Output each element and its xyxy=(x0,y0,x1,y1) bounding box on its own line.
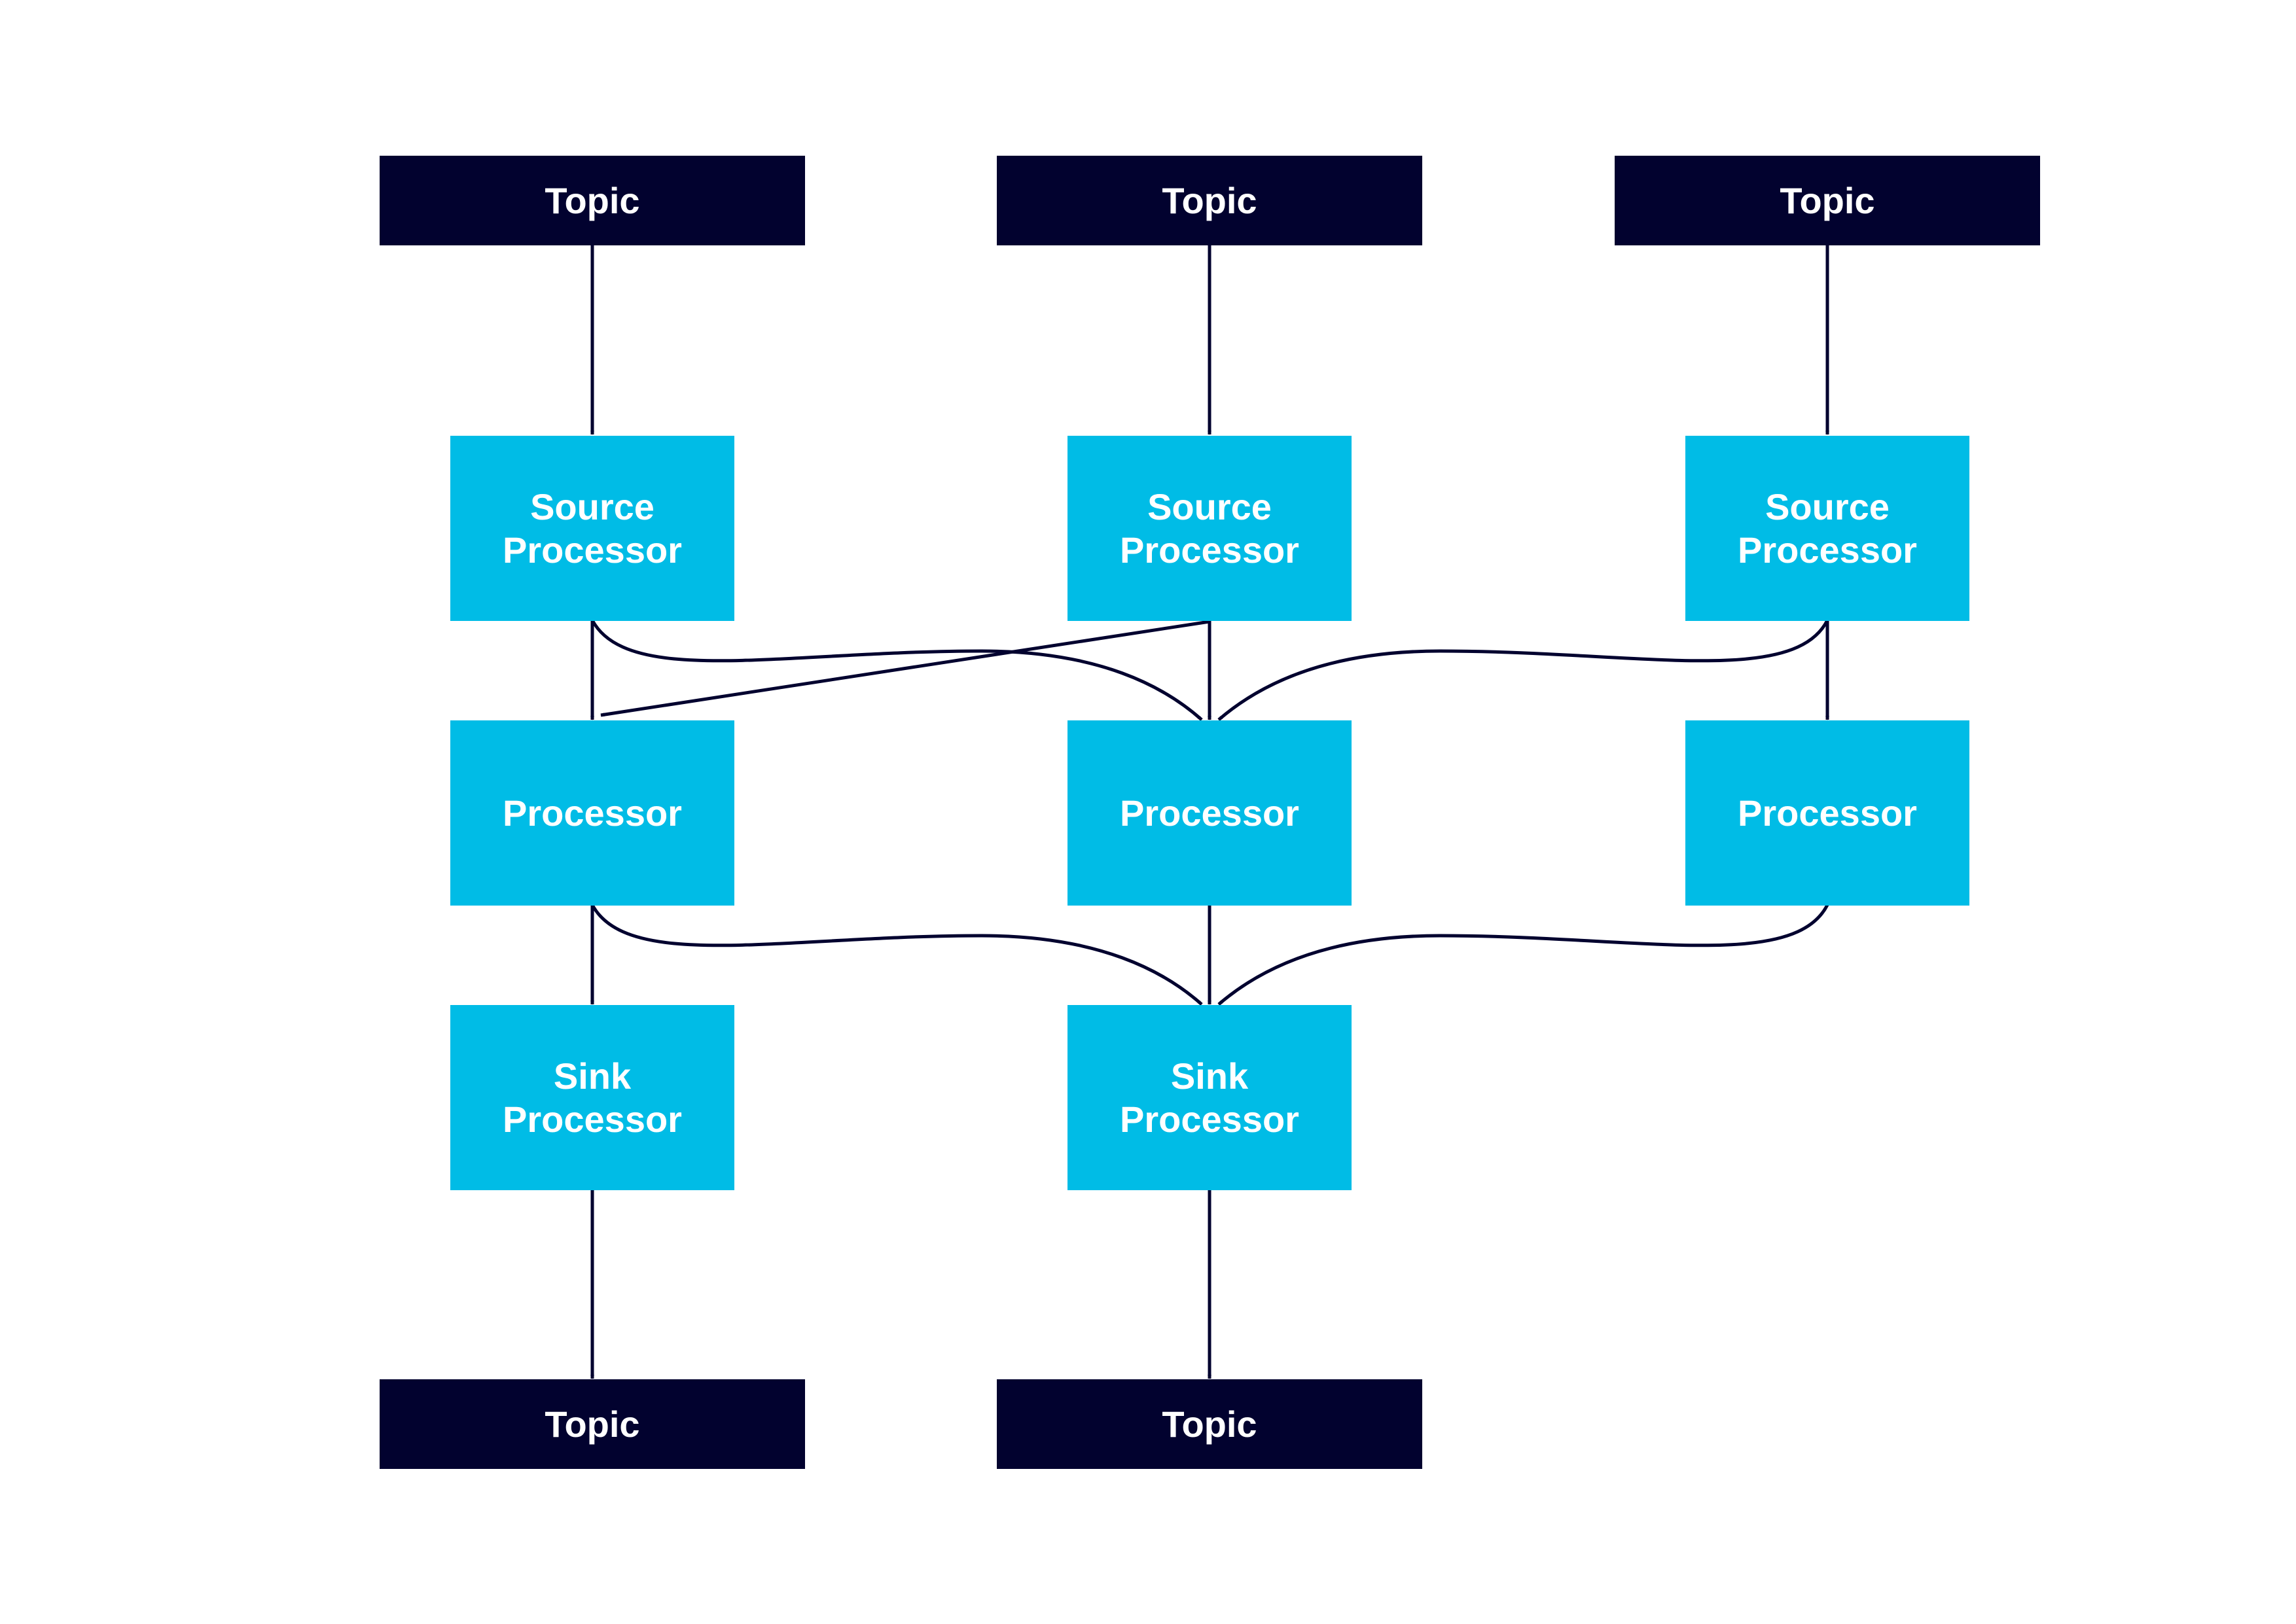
processor-2: Processor xyxy=(1067,720,1352,906)
source-processor-2-line2: Processor xyxy=(1120,529,1299,571)
input-topic-3: Topic xyxy=(1615,156,2040,245)
edge-proc1-sink2 xyxy=(590,904,1203,1006)
source-processor-3-line2: Processor xyxy=(1738,529,1917,571)
output-topic-2-label: Topic xyxy=(1162,1403,1257,1445)
source-processor-1-line2: Processor xyxy=(503,529,682,571)
processor-3-label: Processor xyxy=(1738,792,1917,834)
sink-processor-2-line1: Sink xyxy=(1170,1055,1249,1097)
edge-source2-proc1 xyxy=(600,620,1210,717)
edge-source3-proc2 xyxy=(1217,619,1829,721)
input-topic-1: Topic xyxy=(380,156,805,245)
source-processor-1: Source Processor xyxy=(450,436,734,621)
sink-processor-1-line1: Sink xyxy=(553,1055,632,1097)
processor-1-label: Processor xyxy=(503,792,682,834)
source-processor-1-line1: Source xyxy=(530,485,655,527)
sink-processor-1-line2: Processor xyxy=(503,1098,682,1140)
input-topic-3-label: Topic xyxy=(1780,180,1875,221)
source-processor-2-line1: Source xyxy=(1147,485,1272,527)
sink-processor-1: Sink Processor xyxy=(450,1005,734,1190)
processor-2-label: Processor xyxy=(1120,792,1299,834)
sink-processor-2-line2: Processor xyxy=(1120,1098,1299,1140)
output-topic-2: Topic xyxy=(997,1379,1422,1469)
source-processor-3: Source Processor xyxy=(1685,436,1969,621)
input-topic-2-label: Topic xyxy=(1162,180,1257,221)
edge-source1-proc2 xyxy=(590,619,1203,721)
input-topic-1-label: Topic xyxy=(545,180,640,221)
output-topic-1-label: Topic xyxy=(545,1403,640,1445)
output-topic-1: Topic xyxy=(380,1379,805,1469)
processor-1: Processor xyxy=(450,720,734,906)
edge-proc3-sink2 xyxy=(1217,904,1829,1006)
source-processor-2: Source Processor xyxy=(1067,436,1352,621)
source-processor-3-line1: Source xyxy=(1765,485,1890,527)
sink-processor-2: Sink Processor xyxy=(1067,1005,1352,1190)
processor-3: Processor xyxy=(1685,720,1969,906)
input-topic-2: Topic xyxy=(997,156,1422,245)
